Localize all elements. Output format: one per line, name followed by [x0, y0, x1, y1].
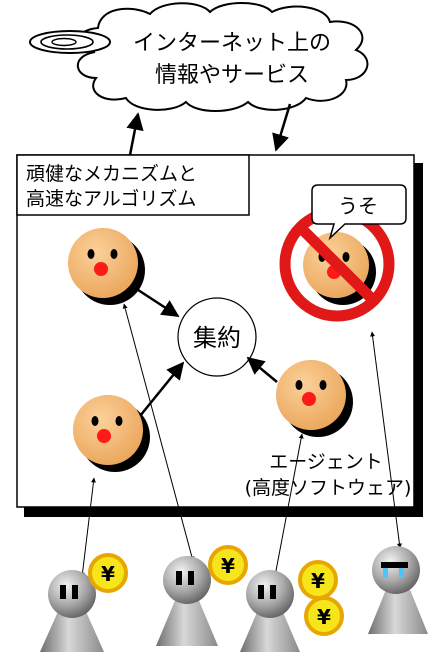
agent-face: [73, 395, 143, 465]
system-title-line2: 高速なアルゴリズム: [26, 188, 196, 210]
link-user4-liar: [370, 331, 402, 549]
agent-face-3: [276, 360, 353, 437]
yen-coin-2: ¥: [208, 545, 248, 585]
user-eye: [188, 571, 194, 585]
arrow-cloud-to-system: [272, 103, 292, 152]
agent-label-line1: エージェント: [269, 451, 383, 473]
internet-cloud: インターネット上の 情報やサービス: [29, 2, 369, 112]
cloud-shape: [76, 2, 369, 112]
agent-face-1: [68, 228, 145, 305]
user-head: [163, 556, 211, 604]
user-brow: [381, 562, 408, 568]
user-eye: [258, 585, 264, 599]
coin-shape: [208, 545, 248, 585]
coin-shape: [304, 596, 344, 636]
coin-symbol: ¥: [101, 562, 115, 586]
yen-coin-1: ¥: [88, 553, 128, 593]
agent-label-line2: (高度ソフトウェア): [245, 477, 412, 499]
speech-bubble-text: うそ: [338, 194, 378, 218]
lie-speech-bubble: うそ: [311, 184, 407, 241]
agent-nose: [97, 429, 111, 443]
cloud-line1: インターネット上の: [133, 31, 331, 56]
cloud-line2: 情報やサービス: [155, 63, 309, 88]
agent-eye-left: [91, 416, 99, 426]
coin-symbol: ¥: [311, 569, 325, 593]
coin-symbol: ¥: [317, 605, 331, 629]
system-title-line1: 頑健なメカニズムと: [26, 163, 197, 185]
aggregation-node: 集約: [177, 297, 257, 377]
agent-eye-right: [342, 252, 350, 262]
agent-eye-right: [110, 249, 118, 259]
user-2: [156, 556, 218, 646]
link-user2-agent1: [122, 303, 195, 562]
agent-eye-left: [87, 249, 95, 259]
user-eye: [72, 585, 78, 599]
agent-nose: [94, 262, 108, 276]
cloud-swirl-mid: [40, 34, 94, 50]
coin-symbol: ¥: [221, 554, 235, 578]
link-user3-agent3: [273, 433, 304, 577]
user-1: [40, 570, 104, 652]
tear-icon: [383, 568, 388, 578]
agent-eye-left: [295, 380, 303, 390]
arrow-agent3-to-hub: [246, 356, 278, 383]
coin-shape: [88, 553, 128, 593]
aggregation-label: 集約: [193, 324, 241, 352]
agent-eye-right: [115, 416, 123, 426]
user-eye: [60, 585, 66, 599]
prohibition-slash: [296, 223, 378, 305]
user-body: [156, 572, 218, 646]
user-head: [372, 546, 420, 594]
user-4-crying: [368, 546, 428, 634]
user-eye: [176, 571, 182, 585]
user-eye: [270, 585, 276, 599]
user-body: [368, 560, 428, 634]
agent-eye-right: [319, 380, 327, 390]
tear-icon: [399, 568, 404, 578]
user-3: [240, 570, 300, 652]
lying-agent: [279, 206, 395, 322]
agent-nose: [302, 392, 316, 406]
yen-coin-4: ¥: [304, 596, 344, 636]
link-user1-agent2: [80, 477, 96, 578]
system-title-box: [16, 154, 250, 216]
speech-bubble-shape: [311, 184, 407, 241]
yen-coin-3: ¥: [298, 560, 338, 600]
arrow-system-to-cloud: [126, 112, 144, 156]
cloud-swirl-inner: [51, 37, 77, 47]
